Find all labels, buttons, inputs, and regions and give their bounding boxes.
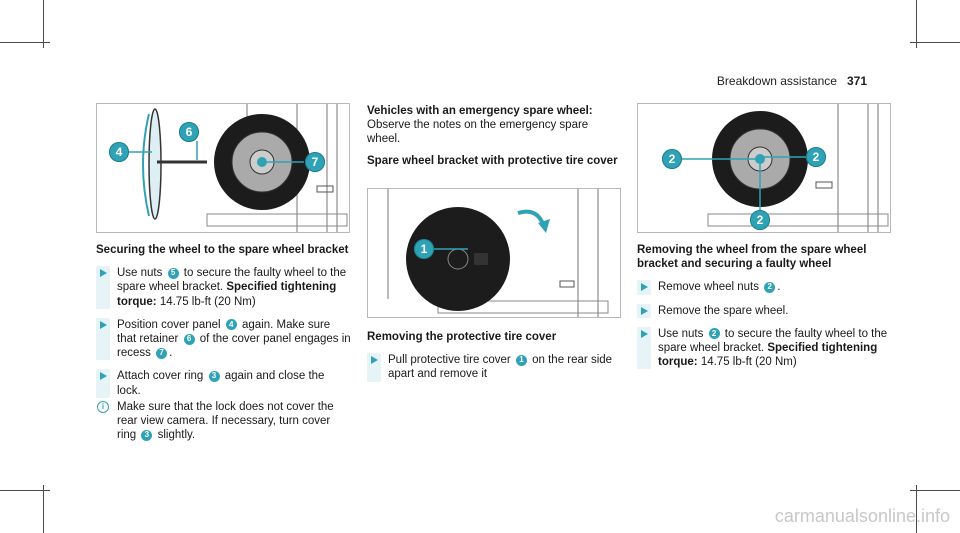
- callout-ref: 2: [708, 328, 720, 340]
- step-arrow-icon: [96, 266, 110, 309]
- callout-2: 2: [806, 147, 826, 167]
- section-heading: Vehicles with an emergency spare wheel:: [367, 105, 593, 117]
- column-right: Removing the wheel from the spare wheel …: [637, 243, 892, 370]
- callout-2: 2: [662, 149, 682, 169]
- section-heading: Removing the protective tire cover: [367, 331, 557, 343]
- step-arrow-icon: [96, 317, 110, 361]
- callout-7: 7: [305, 152, 325, 172]
- crop-mark: [0, 42, 50, 43]
- callout-ref: 2: [764, 282, 776, 293]
- callout-ref: 3: [141, 429, 153, 441]
- step-arrow-icon: [637, 326, 651, 370]
- instruction-step: Attach cover ring 3 again and close the …: [96, 369, 351, 398]
- crop-mark: [43, 0, 44, 48]
- instruction-step: Remove the spare wheel.: [637, 303, 892, 318]
- instruction-step: Remove wheel nuts 2.: [637, 280, 892, 295]
- figure-securing-wheel: 4 6 7: [96, 103, 350, 233]
- page-number: 371: [846, 74, 867, 88]
- info-note: i Make sure that the lock does not cover…: [96, 400, 351, 443]
- figure-tire-cover: 1: [367, 188, 621, 318]
- crop-mark: [43, 485, 44, 533]
- step-arrow-icon: [637, 303, 651, 318]
- illustration: [127, 104, 348, 232]
- section-heading: Spare wheel bracket with protective tire…: [367, 154, 618, 167]
- instruction-step: Pull protective tire cover 1 on the rear…: [367, 353, 622, 382]
- step-arrow-icon: [96, 369, 110, 398]
- instruction-step: Use nuts 2 to secure the faulty wheel to…: [637, 326, 892, 370]
- crop-mark: [910, 42, 960, 43]
- instruction-step: Position cover panel 4 again. Make sure …: [96, 317, 351, 361]
- callout-6: 6: [179, 122, 199, 142]
- callout-2: 2: [750, 210, 770, 230]
- page-header: Breakdown assistance 371: [717, 74, 867, 88]
- paragraph: Observe the notes on the emergency spare…: [367, 119, 589, 146]
- illustration: [682, 104, 889, 232]
- column-left: Securing the wheel to the spare wheel br…: [96, 243, 351, 442]
- column-middle: Vehicles with an emergency spare wheel: …: [367, 104, 622, 168]
- crop-mark: [910, 490, 960, 491]
- callout-1: 1: [414, 239, 434, 259]
- watermark: carmanualsonline.info: [774, 506, 950, 526]
- info-icon: i: [97, 400, 109, 413]
- callout-4: 4: [109, 142, 129, 162]
- callout-ref: 3: [208, 371, 220, 383]
- callout-ref: 5: [167, 267, 179, 279]
- callout-ref: 4: [225, 319, 237, 331]
- column-middle-lower: Removing the protective tire cover Pull …: [367, 330, 622, 382]
- figure-remove-wheel: 2 2 2: [637, 103, 891, 233]
- callout-ref: 6: [183, 333, 195, 345]
- step-arrow-icon: [637, 280, 651, 295]
- crop-mark: [916, 0, 917, 48]
- crop-mark: [0, 490, 50, 491]
- step-arrow-icon: [367, 353, 381, 382]
- crop-mark: [916, 485, 917, 533]
- instruction-step: Use nuts 5 to secure the faulty wheel to…: [96, 266, 351, 309]
- callout-ref: 1: [515, 354, 527, 366]
- illustration: [387, 189, 609, 317]
- callout-ref: 7: [156, 347, 168, 359]
- section-heading: Securing the wheel to the spare wheel br…: [96, 244, 349, 256]
- section-title: Breakdown assistance: [716, 74, 837, 88]
- section-heading: Removing the wheel from the spare wheel …: [637, 244, 867, 271]
